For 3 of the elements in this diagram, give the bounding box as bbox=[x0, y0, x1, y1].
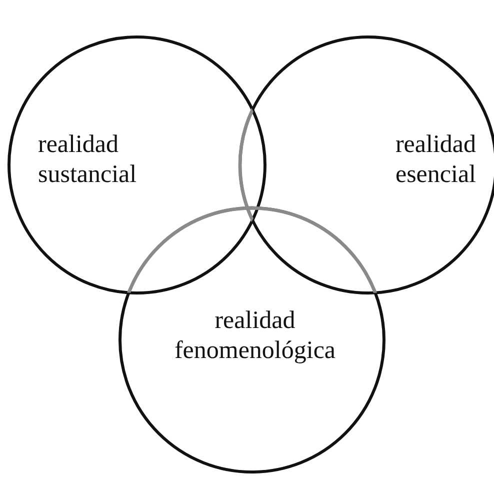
circle-label: realidad esencial bbox=[394, 130, 476, 190]
circle-label: realidad fenomenológica bbox=[173, 306, 337, 366]
circle-label: realidad sustancial bbox=[38, 130, 138, 190]
